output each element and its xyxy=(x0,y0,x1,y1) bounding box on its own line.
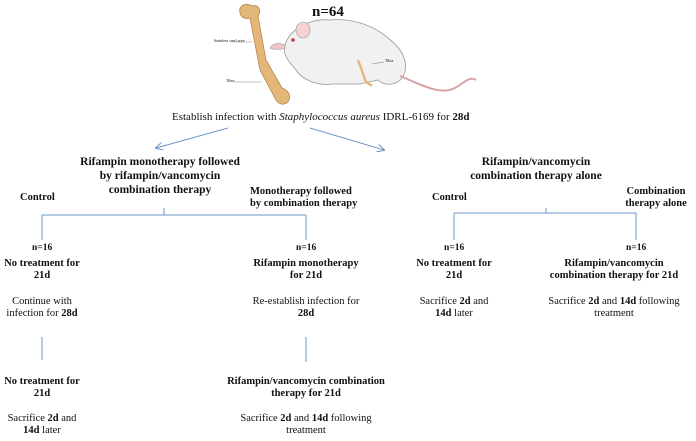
tibia-bone-illustration xyxy=(232,4,290,105)
left-treat-step1: Rifampin monotherapy for 21d xyxy=(253,258,359,281)
right-treat-n: n=16 xyxy=(626,243,647,253)
right-control-label: Control xyxy=(432,192,467,203)
left-treat-step2: Re-establish infection for 28d xyxy=(252,296,360,319)
rat-illustration xyxy=(269,19,477,92)
left-treat-label: Monotherapy followed by combination ther… xyxy=(250,186,358,209)
right-treat-step1: Rifampin/vancomycin combination therapy … xyxy=(549,258,679,281)
left-control-step1: No treatment for 21d xyxy=(4,258,80,281)
left-treat-step3: Rifampin/vancomycin combination therapy … xyxy=(227,376,385,399)
left-control-step2: Continue with infection for 28d xyxy=(6,296,78,319)
n-total: n=64 xyxy=(312,4,344,20)
left-treat-n: n=16 xyxy=(296,243,317,253)
right-control-step1: No treatment for 21d xyxy=(416,258,492,281)
left-control-step3: No treatment for 21d xyxy=(4,376,80,399)
left-treat-step4: Sacrifice 2d and 14d following treatment xyxy=(240,413,372,436)
left-control-n: n=16 xyxy=(32,243,53,253)
right-control-step2: Sacrifice 2d and 14d later xyxy=(419,296,489,319)
right-treat-label: Combination therapy alone xyxy=(625,186,687,209)
rat-label-tibia: Tibia xyxy=(385,58,394,63)
right-treat-step2: Sacrifice 2d and 14d following treatment xyxy=(548,296,680,319)
bone-label-wire: Stainless steel wire xyxy=(214,38,245,43)
establish-infection-caption: Establish infection with Staphylococcus … xyxy=(172,111,470,123)
right-control-n: n=16 xyxy=(444,243,465,253)
left-control-label: Control xyxy=(20,192,55,203)
left-control-step4: Sacrifice 2d and 14d later xyxy=(7,413,77,436)
right-arm-title: Rifampin/vancomycin combination therapy … xyxy=(470,156,602,182)
left-arm-title: Rifampin monotherapy followed by rifampi… xyxy=(80,156,240,196)
bone-label-tibia: Tibia xyxy=(226,78,235,83)
